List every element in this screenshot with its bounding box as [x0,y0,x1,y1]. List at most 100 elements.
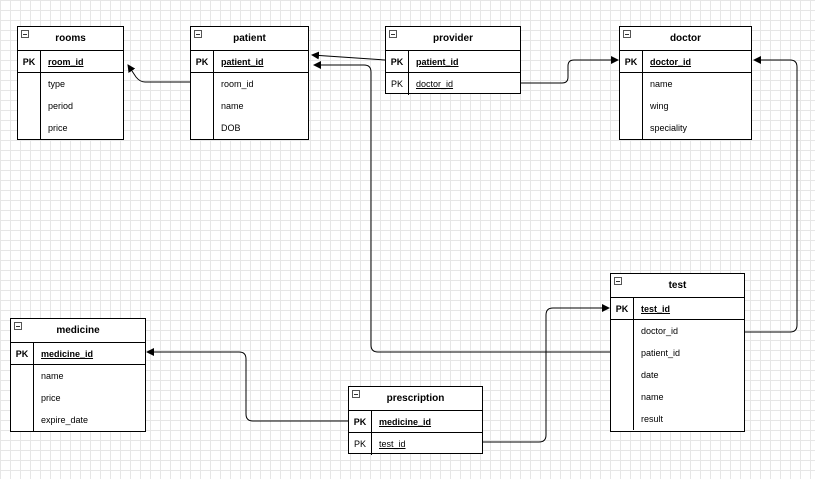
entity-provider[interactable]: provider PK patient_id PK doctor_id [385,26,521,95]
field-row[interactable]: DOB [191,117,308,139]
key-cell [611,342,634,364]
pk-row[interactable]: PK doctor_id [620,51,751,73]
connector-patient-rooms[interactable] [127,64,191,83]
entity-title: provider [432,33,473,44]
entity-title: patient [233,33,266,44]
field-row[interactable]: expire_date [11,409,145,431]
field-name: name [641,392,664,402]
pk-row[interactable]: PK room_id [18,51,123,73]
entity-doctor[interactable]: doctor PK doctor_id name wing speciality [619,26,752,140]
field-row[interactable]: price [11,387,145,409]
field-name: wing [650,101,669,111]
entity-header[interactable]: medicine [11,319,145,343]
entity-test[interactable]: test PK test_id doctor_id patient_id dat… [610,273,745,432]
connector-provider-patient[interactable] [311,51,386,61]
field-name: room_id [48,57,84,67]
field-name: patient_id [221,57,264,67]
field-name: type [48,79,66,89]
connector-prescription-test[interactable] [483,304,610,443]
entity-header[interactable]: rooms [18,27,123,51]
key-cell [191,73,214,95]
key-cell [620,117,643,139]
field-name: DOB [221,123,241,133]
field-row[interactable]: patient_id [611,342,744,364]
field-name: doctor_id [416,79,454,89]
entity-title: prescription [386,393,445,404]
key-cell [191,95,214,117]
field-name: doctor_id [641,326,679,336]
field-name: medicine_id [41,349,94,359]
pk-row[interactable]: PK medicine_id [11,343,145,365]
key-cell [18,73,41,95]
pk-row[interactable]: PK medicine_id [349,411,482,433]
field-name: period [48,101,74,111]
field-name: test_id [379,439,406,449]
field-name: patient_id [416,57,459,67]
field-row[interactable]: doctor_id [611,320,744,342]
entity-header[interactable]: doctor [620,27,751,51]
key-cell [611,386,634,408]
field-row[interactable]: type [18,73,123,95]
field-name: test_id [641,304,671,314]
collapse-icon[interactable] [623,30,631,38]
entity-title: rooms [55,33,86,44]
key-label: PK [11,343,34,364]
connector-prescription-medicine[interactable] [146,348,348,422]
collapse-icon[interactable] [21,30,29,38]
field-row[interactable]: period [18,95,123,117]
entity-title: test [668,280,687,291]
field-name: price [41,393,61,403]
field-name: result [641,414,664,424]
entity-title: medicine [56,325,100,336]
pk-row[interactable]: PK test_id [349,433,482,455]
pk-row[interactable]: PK test_id [611,298,744,320]
key-cell [620,73,643,95]
collapse-icon[interactable] [194,30,202,38]
key-label: PK [611,298,634,319]
connector-test-doctor[interactable] [745,56,798,333]
entity-rooms[interactable]: rooms PK room_id type period price [17,26,124,140]
field-row[interactable]: wing [620,95,751,117]
entity-header[interactable]: provider [386,27,520,51]
key-label: PK [349,411,372,432]
field-row[interactable]: name [191,95,308,117]
entity-medicine[interactable]: medicine PK medicine_id name price expir… [10,318,146,432]
key-cell [611,320,634,342]
collapse-icon[interactable] [352,390,360,398]
field-row[interactable]: price [18,117,123,139]
collapse-icon[interactable] [614,277,622,285]
field-row[interactable]: date [611,364,744,386]
key-label: PK [620,51,643,72]
pk-row[interactable]: PK patient_id [386,51,520,73]
entity-patient[interactable]: patient PK patient_id room_id name DOB [190,26,309,140]
field-row[interactable]: room_id [191,73,308,95]
field-row[interactable]: name [620,73,751,95]
collapse-icon[interactable] [14,322,22,330]
field-name: date [641,370,659,380]
key-cell [620,95,643,117]
field-name: patient_id [641,348,681,358]
connector-provider-doctor[interactable] [521,56,619,84]
field-name: doctor_id [650,57,692,67]
collapse-icon[interactable] [389,30,397,38]
key-label: PK [386,51,409,72]
key-label: PK [349,433,372,455]
connector-test-patient[interactable] [313,61,610,353]
entity-title: doctor [669,33,702,44]
pk-row[interactable]: PK doctor_id [386,73,520,95]
field-name: medicine_id [379,417,432,427]
entity-header[interactable]: test [611,274,744,298]
key-label: PK [386,73,409,95]
entity-prescription[interactable]: prescription PK medicine_id PK test_id [348,386,483,455]
entity-header[interactable]: patient [191,27,308,51]
pk-row[interactable]: PK patient_id [191,51,308,73]
field-row[interactable]: result [611,408,744,430]
key-cell [11,387,34,409]
field-row[interactable]: name [611,386,744,408]
entity-header[interactable]: prescription [349,387,482,411]
field-row[interactable]: name [11,365,145,387]
field-row[interactable]: speciality [620,117,751,139]
key-cell [11,409,34,431]
key-cell [191,117,214,139]
